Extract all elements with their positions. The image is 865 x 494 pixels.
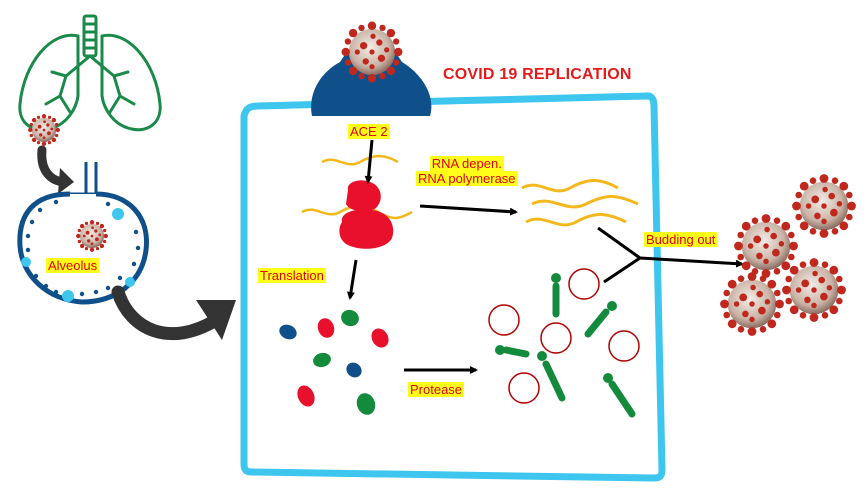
lung-to-alveolus-arrow <box>37 145 74 194</box>
replicated-rna <box>521 179 639 227</box>
translated-proteins <box>279 309 389 415</box>
lungs-icon <box>18 14 162 132</box>
rdrp-label: RNA depen. RNA polymerase <box>416 156 518 186</box>
ace2-label: ACE 2 <box>348 124 390 139</box>
diagram-title: COVID 19 REPLICATION <box>443 66 632 83</box>
protease-label: Protease <box>408 382 465 397</box>
ribosome-icon <box>339 180 394 249</box>
spike-proteins <box>502 282 636 418</box>
coronavirus-icon-alveolus <box>76 220 108 252</box>
translation-label: Translation <box>258 268 326 283</box>
budding-label: Budding out <box>644 232 718 247</box>
cell-membrane <box>240 92 666 482</box>
alveolus-label: Alveolus <box>46 258 100 273</box>
alveolus-to-cell-arrow <box>111 285 236 341</box>
envelope-vesicles <box>488 268 640 404</box>
coronavirus-icon <box>28 114 60 146</box>
coronavirus-icon-bound <box>341 21 403 83</box>
process-arrows <box>346 139 744 374</box>
alveolus-icon <box>17 162 149 305</box>
budding-viruses <box>720 174 856 336</box>
ace2-receptor-icon <box>311 50 432 116</box>
